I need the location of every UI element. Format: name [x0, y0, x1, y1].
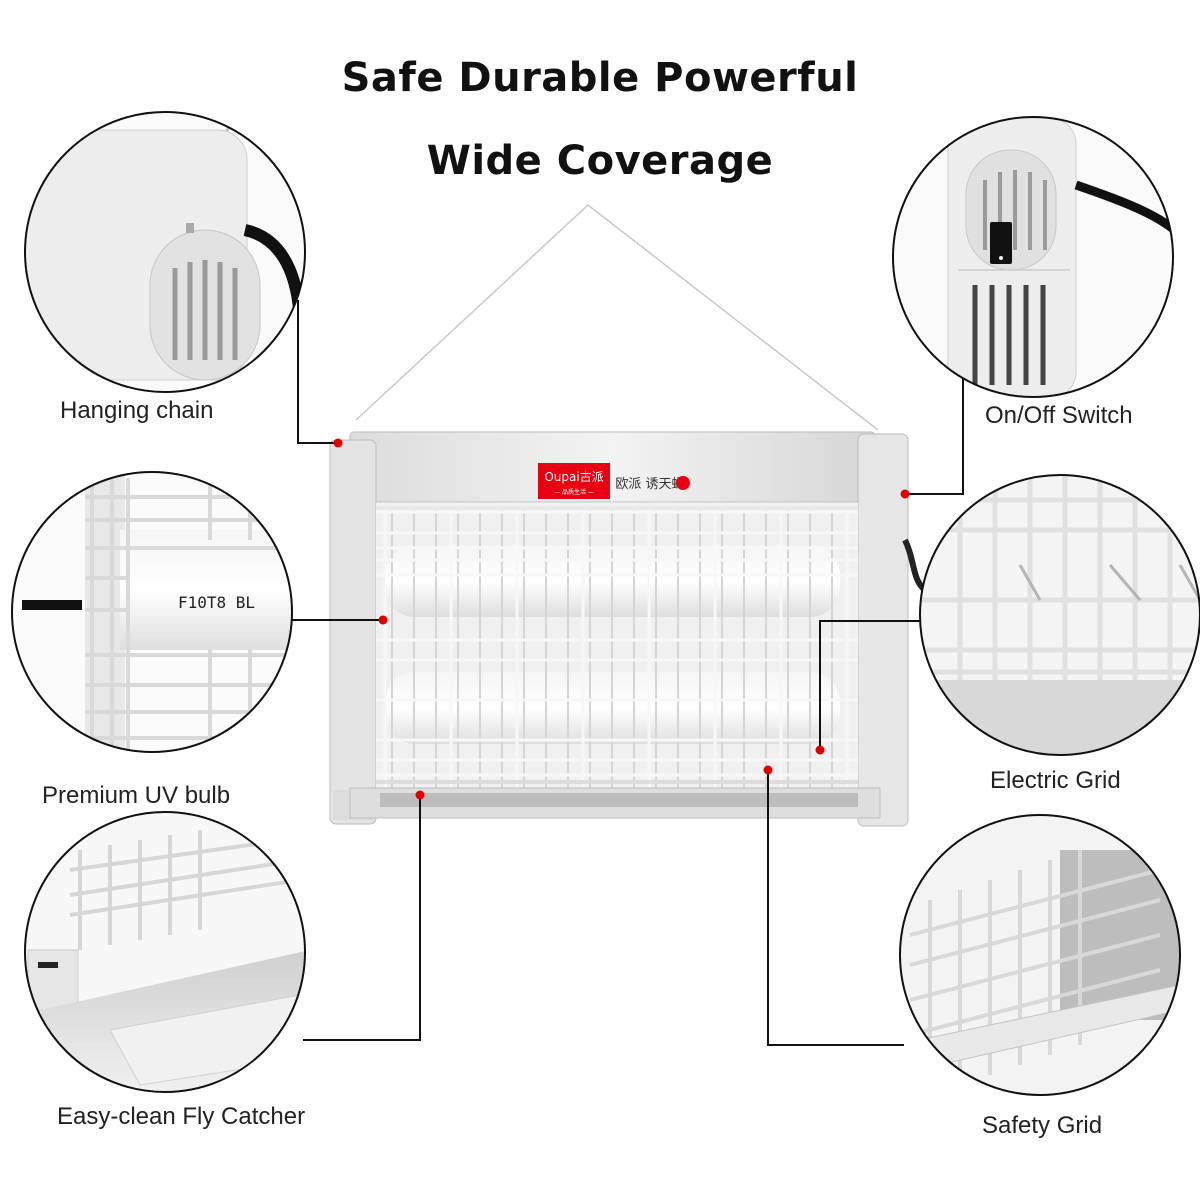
bug-zapper-device: Oupai古派 — 品质生活 — 欧派 诱天蝎: [329, 204, 928, 827]
svg-text:Oupai古派: Oupai古派: [544, 469, 603, 484]
leader-dots: [333, 438, 910, 800]
leader-safety-grid: [767, 770, 904, 1046]
caption-hanging-chain: Hanging chain: [60, 397, 214, 424]
caption-on-off-switch: On/Off Switch: [985, 402, 1133, 429]
caption-fly-catcher: Easy-clean Fly Catcher: [57, 1103, 306, 1130]
electric-grid-mesh: [376, 506, 858, 788]
brand-slogan: 欧派 诱天蝎: [615, 476, 690, 492]
brand-logo: Oupai古派 — 品质生活 —: [538, 463, 610, 499]
caption-safety-grid: Safety Grid: [982, 1112, 1103, 1139]
hanging-wire: [355, 204, 879, 431]
detail-hanging-chain: [24, 111, 306, 393]
leader-hanging-chain: [297, 300, 338, 444]
leader-fly-catcher: [303, 795, 421, 1041]
fly-catcher-tray: [380, 793, 858, 807]
caption-electric-grid: Electric Grid: [990, 767, 1121, 794]
detail-electric-grid: [919, 474, 1200, 756]
rocker-switch-icon: [990, 222, 1012, 264]
svg-text:欧派 诱天蝎: 欧派 诱天蝎: [615, 477, 684, 492]
svg-text:— 品质生活 —: — 品质生活 —: [554, 488, 594, 496]
leader-electric-grid: [819, 620, 921, 750]
detail-safety-grid: [899, 814, 1181, 1096]
headline-line-1: Safe Durable Powerful: [341, 55, 859, 101]
detail-on-off-switch: [892, 116, 1174, 398]
detail-fly-catcher: [24, 811, 306, 1093]
leader-on-off-switch: [905, 370, 964, 495]
headline-line-2: Wide Coverage: [426, 138, 774, 184]
detail-uv-bulb: F10T8 BL: [11, 471, 293, 753]
leader-lines: [278, 300, 964, 1046]
caption-uv-bulb: Premium UV bulb: [42, 782, 231, 809]
bulb-marking: F10T8 BL: [178, 593, 255, 612]
